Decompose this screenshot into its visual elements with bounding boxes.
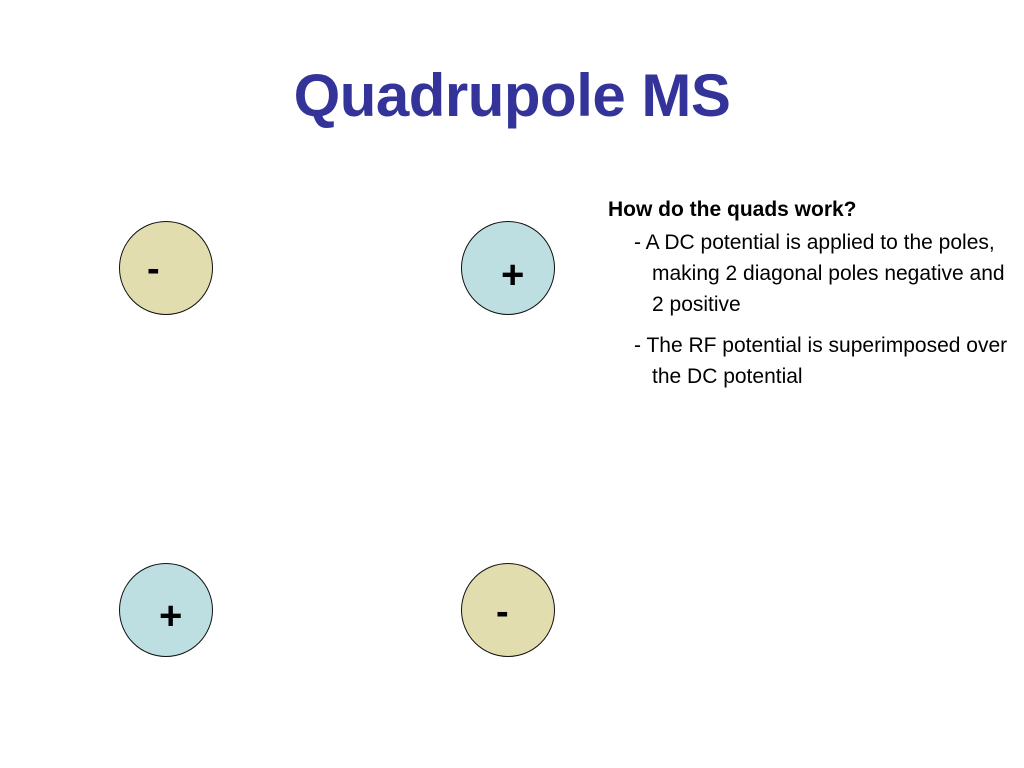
positive-sign: + xyxy=(159,594,183,638)
positive-sign: + xyxy=(501,253,525,297)
negative-sign: - xyxy=(496,591,509,633)
explanation-panel: How do the quads work? - A DC potential … xyxy=(608,196,1018,392)
explanation-point-dc: - A DC potential is applied to the poles… xyxy=(634,231,1005,316)
pole-top-right: + xyxy=(461,221,555,315)
negative-sign: - xyxy=(147,248,160,290)
slide-title: Quadrupole MS xyxy=(293,62,731,129)
explanation-heading: How do the quads work? xyxy=(608,198,857,221)
pole-bottom-left: + xyxy=(119,563,213,657)
pole-bottom-right: - xyxy=(461,563,555,657)
pole-top-left: - xyxy=(119,221,213,315)
explanation-point-rf: - The RF potential is superimposed over … xyxy=(634,334,1008,388)
